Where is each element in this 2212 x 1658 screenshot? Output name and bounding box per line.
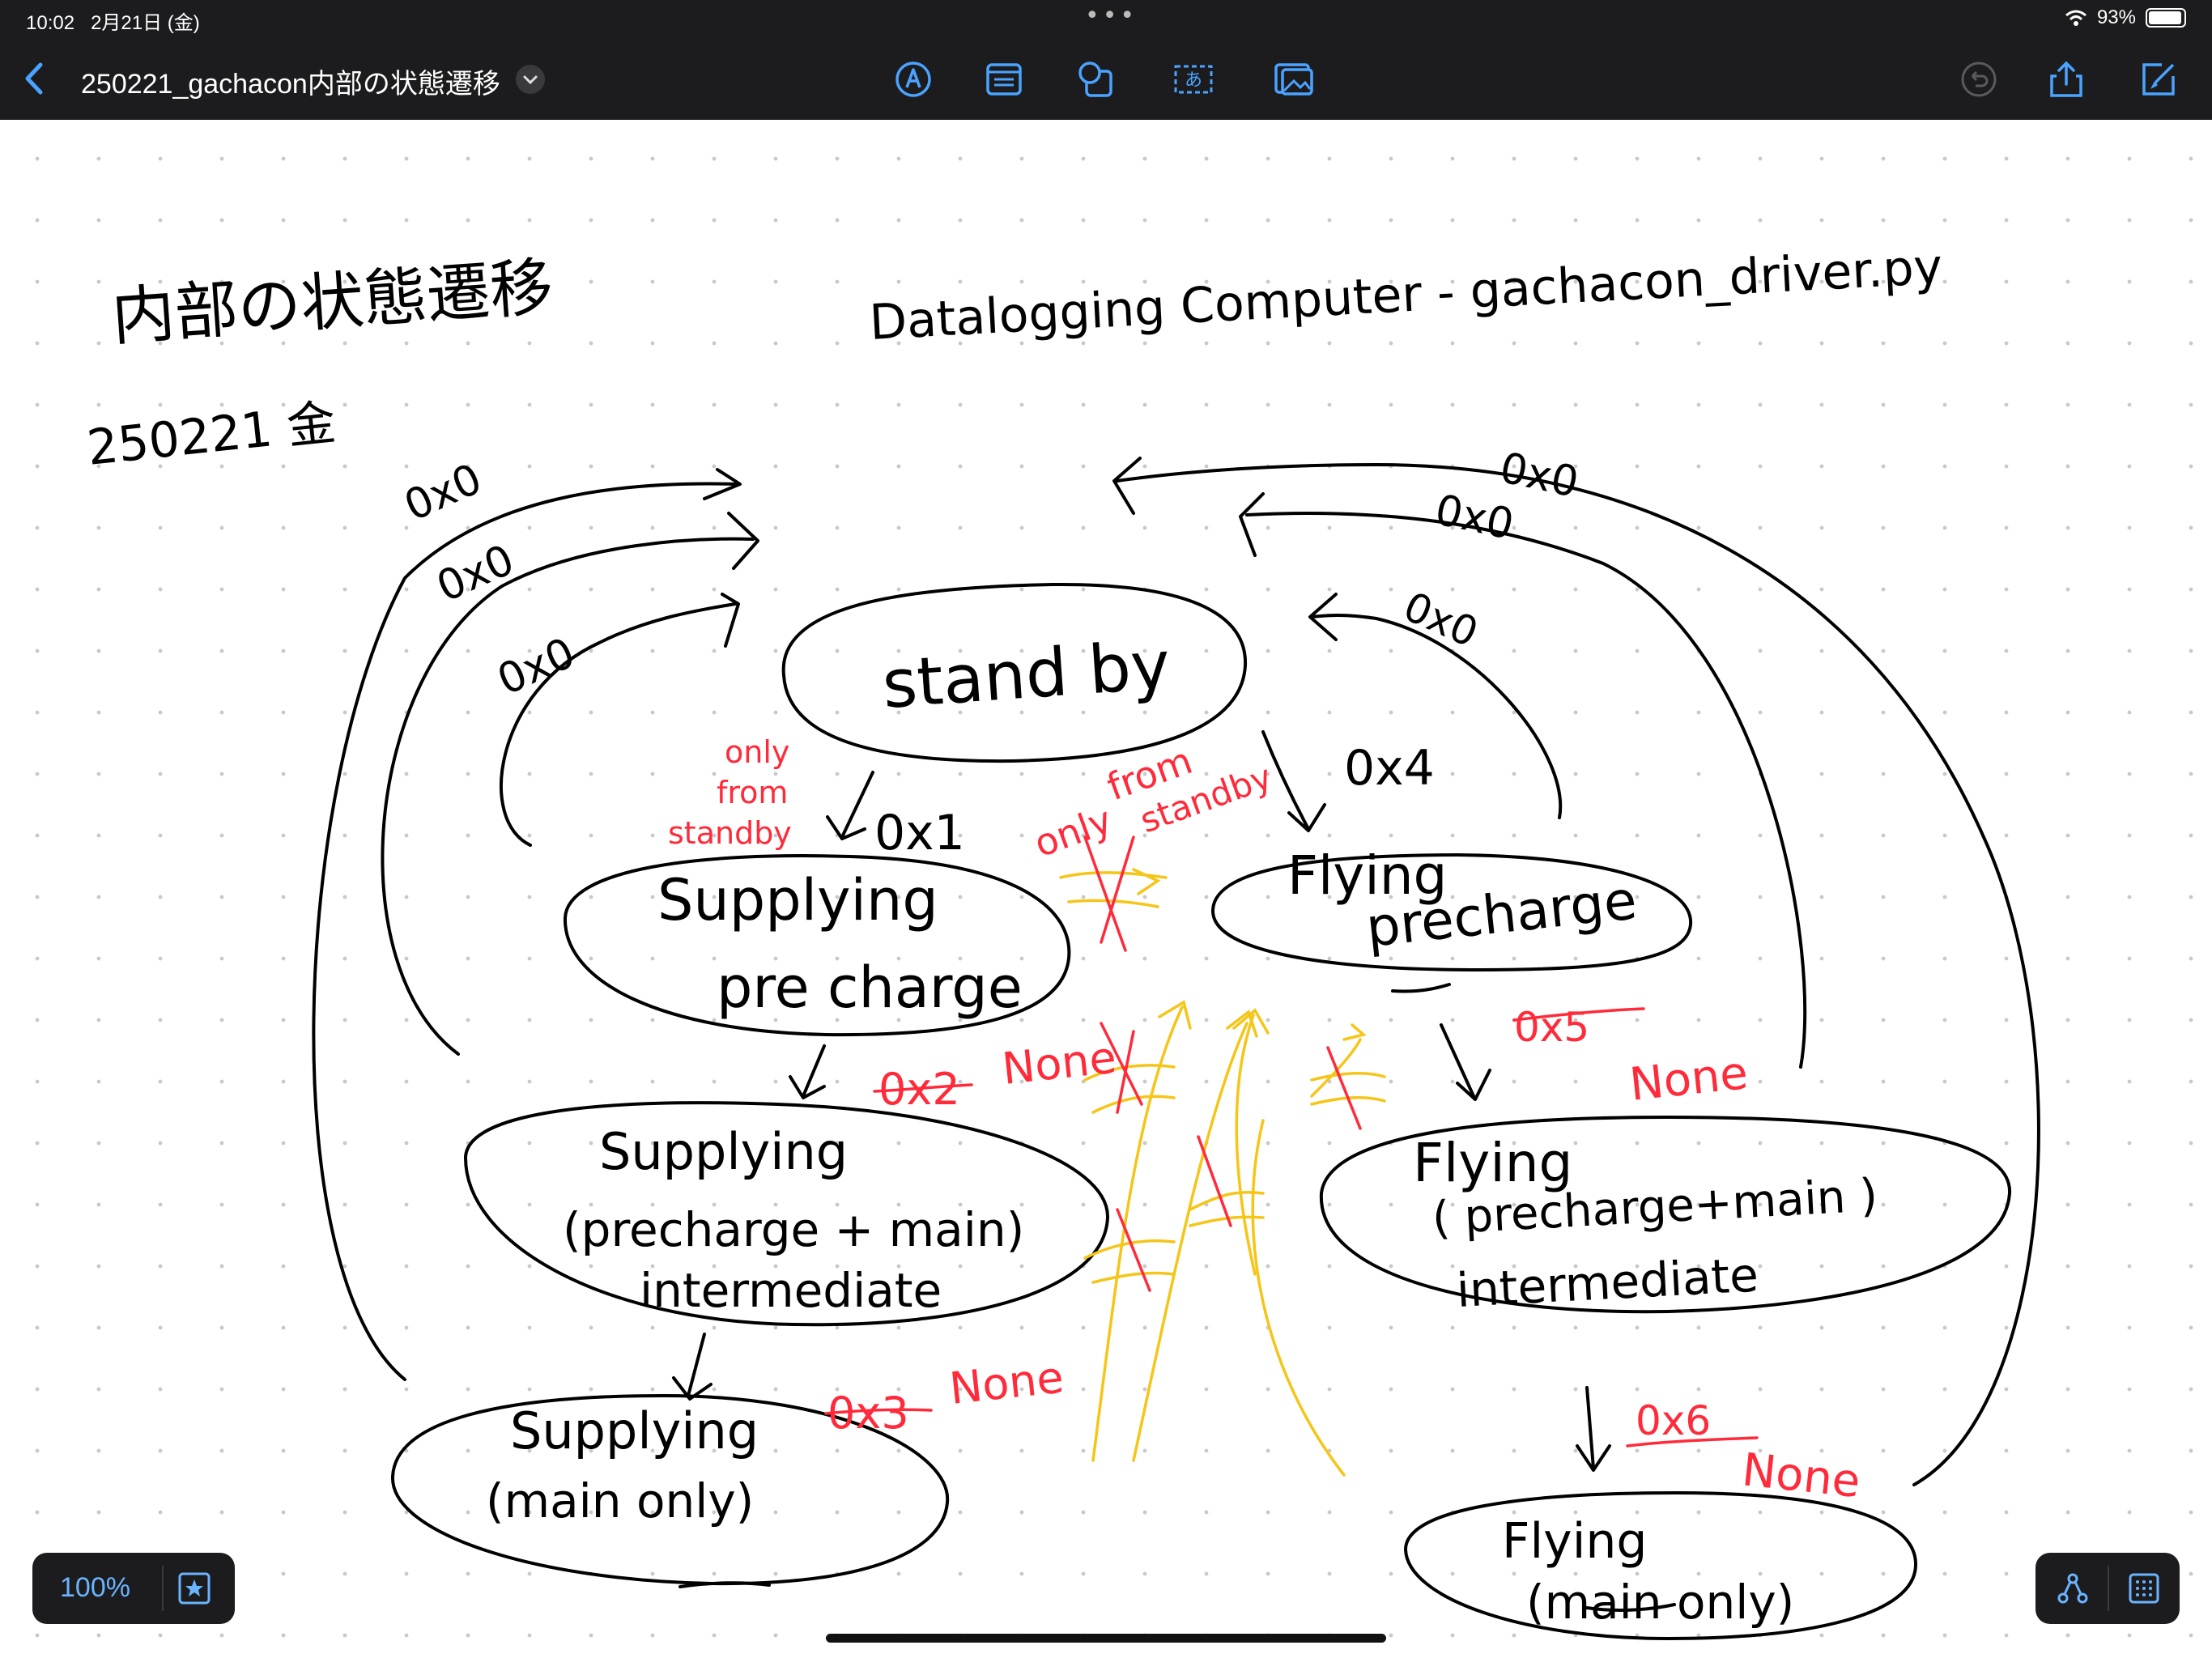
state-flying-intermediate-line3: intermediate [1455, 1248, 1759, 1318]
state-flying-intermediate-line1: Flying [1413, 1132, 1572, 1194]
return-label-right-1: 0x0 [1495, 444, 1582, 508]
wifi-icon [2065, 10, 2087, 26]
grid-icon[interactable] [2126, 1571, 2162, 1606]
text-box-icon[interactable] [983, 58, 1025, 100]
arrow-flying-mid-to-main [1576, 1386, 1611, 1472]
transition-0x4: 0x4 [1344, 740, 1435, 797]
state-flying-main-line1: Flying [1502, 1513, 1647, 1570]
flying-precharge-ellipse [1210, 853, 1693, 971]
return-arrow-supplying-intermediate [381, 512, 759, 1056]
share-icon[interactable] [2045, 58, 2087, 100]
document-title[interactable]: 250221_gachacon内部の状態遷移 [81, 69, 500, 100]
return-arrow-flying-intermediate [1239, 492, 1807, 1069]
top-toolbar: 10:02 2月21日 (金) ••• 93% 250221_gachacon内… [0, 0, 2212, 120]
arrow-supplying-pre-to-mid [789, 1044, 826, 1099]
zoom-level[interactable]: 100% [60, 1572, 130, 1603]
note-canvas[interactable]: 内部の状態遷移 250221 金 Datalogging Computer - … [0, 120, 2212, 1658]
zoom-control: 100% [32, 1553, 235, 1624]
handwriting-layer: 内部の状態遷移 250221 金 Datalogging Computer - … [84, 239, 2040, 1640]
state-supplying-precharge-line1: Supplying [657, 867, 938, 933]
ink-strokes [312, 457, 2040, 1640]
back-icon[interactable] [18, 58, 50, 99]
none-label-flying-pre: None [1627, 1047, 1750, 1112]
shapes-icon[interactable] [1075, 58, 1117, 100]
transition-0x1: 0x1 [874, 805, 965, 861]
flying-intermediate-ellipse [1319, 1116, 2012, 1314]
pen-tool-icon[interactable] [892, 58, 934, 100]
arrow-standby-to-flying [1261, 730, 1326, 832]
state-supplying-intermediate-line2: (precharge + main) [563, 1202, 1024, 1257]
only-from-standby-left-1: only [725, 734, 789, 770]
undo-icon[interactable] [1958, 58, 2000, 100]
only-from-standby-left-3: standby [668, 815, 792, 851]
none-label-supplying-pre: None [1000, 1032, 1119, 1095]
struck-0x5: 0x5 [1514, 1004, 1589, 1051]
arrow-supplying-mid-to-main [672, 1333, 713, 1401]
return-label-left-1: 0x0 [398, 455, 489, 531]
return-arrow-supplying-precharge [500, 593, 740, 847]
note-reference: Datalogging Computer - gachacon_driver.p… [868, 239, 1944, 351]
red-strikes [824, 835, 1759, 1448]
struck-0x3: 0x3 [827, 1388, 909, 1439]
only-from-standby-left-2: from [717, 775, 788, 810]
svg-text:あ: あ [1185, 70, 1202, 91]
arrow-standby-to-supplying [826, 771, 874, 840]
red-annotations: 0x2 None 0x3 None 0x5 None 0x6 None only… [668, 734, 1863, 1508]
return-arrow-flying-main [1112, 457, 2040, 1486]
battery-percent: 93% [2096, 6, 2136, 28]
supplying-main-ellipse [390, 1394, 950, 1586]
none-label-supplying-mid: None [947, 1352, 1066, 1414]
state-standby: stand by [880, 627, 1173, 724]
return-label-right-2: 0x0 [1431, 486, 1517, 550]
status-time: 10:02 2月21日 (金) [26, 12, 200, 34]
battery-icon [2146, 8, 2186, 28]
japanese-text-icon[interactable]: あ [1172, 58, 1214, 100]
struck-0x6: 0x6 [1636, 1397, 1711, 1444]
compose-icon[interactable] [2138, 58, 2180, 100]
image-icon[interactable] [1273, 58, 1315, 100]
state-supplying-intermediate-line1: Supplying [599, 1122, 848, 1181]
chevron-down-icon[interactable] [516, 65, 545, 94]
supplying-intermediate-ellipse [463, 1101, 1110, 1327]
multitasking-dots-icon[interactable]: ••• [1085, 2, 1138, 30]
status-date: 2月21日 (金) [91, 12, 200, 34]
canvas-tools [2035, 1553, 2180, 1624]
state-supplying-precharge-line2: pre charge [717, 954, 1023, 1021]
standby-ellipse [781, 582, 1248, 763]
state-flying-main-line2: (main only) [1526, 1575, 1794, 1630]
state-supplying-intermediate-line3: intermediate [640, 1263, 942, 1318]
connectors-icon[interactable] [2055, 1571, 2091, 1606]
only-from-standby-center-1: only [1028, 797, 1117, 865]
flying-main-ellipse [1404, 1491, 1918, 1640]
return-arrow-supplying-main [312, 468, 742, 1381]
home-indicator[interactable] [826, 1634, 1386, 1643]
yellow-arrows [1059, 868, 1386, 1477]
note-title: 内部の状態遷移 [109, 251, 555, 355]
state-supplying-main-line2: (main only) [486, 1473, 754, 1528]
star-bookmark-icon[interactable] [177, 1571, 212, 1606]
divider [162, 1566, 164, 1611]
divider [2108, 1566, 2109, 1611]
state-flying-precharge-line1: Flying [1287, 844, 1447, 907]
struck-0x2: 0x2 [878, 1064, 960, 1115]
note-date: 250221 金 [84, 394, 338, 477]
return-arrow-flying-precharge [1308, 593, 1563, 819]
none-label-flying-mid: None [1740, 1443, 1863, 1508]
status-right: 93% [2065, 6, 2186, 29]
arrow-flying-pre-to-mid [1440, 1023, 1491, 1101]
state-supplying-main-line1: Supplying [510, 1401, 759, 1460]
supplying-precharge-ellipse [563, 854, 1071, 1037]
